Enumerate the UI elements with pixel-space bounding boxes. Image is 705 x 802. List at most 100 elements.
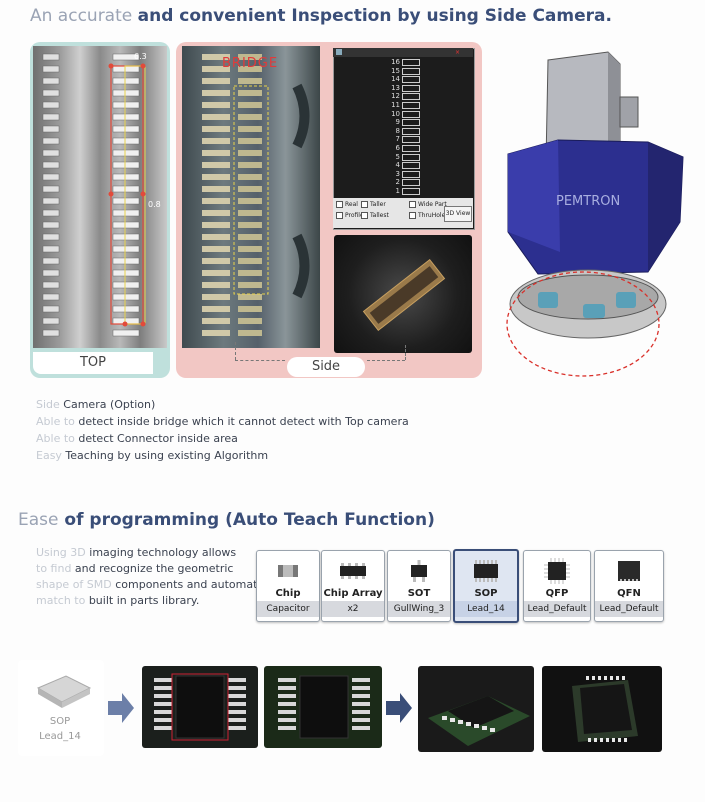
view-options: Real Taller Wide Part Profile Tallest Th… xyxy=(333,198,473,228)
lead-number: 5 xyxy=(395,152,400,161)
lead-number-row: 16 xyxy=(382,58,422,66)
3d-pcb-1-graphic xyxy=(428,696,530,746)
bullet-4: Easy Teaching by using existing Algorith… xyxy=(36,449,269,462)
lead-number: 15 xyxy=(391,66,400,75)
machine-brand-text: PEMTRON xyxy=(556,194,620,209)
bridge-pins-view xyxy=(202,54,310,336)
bullet-3: Able to detect Connector inside area xyxy=(36,432,238,445)
lead-number: 11 xyxy=(391,101,400,109)
lead-profile xyxy=(402,102,420,109)
connector-top-view xyxy=(42,53,146,337)
sop-part-sample xyxy=(18,660,104,756)
lead-number-row: 3 xyxy=(382,170,422,178)
side-label: Side xyxy=(287,357,365,377)
bridge-label: BRIDGE xyxy=(222,56,279,71)
lead-number-row: 14 xyxy=(382,75,422,84)
option-real[interactable]: Real xyxy=(336,201,358,208)
side-dash-left xyxy=(235,360,285,361)
lead-number: 3 xyxy=(395,169,400,178)
3d-inspection-image-2 xyxy=(542,666,662,752)
side-dash-right xyxy=(367,360,405,361)
top-label: TOP xyxy=(33,352,153,374)
option-thruhole[interactable]: ThruHole xyxy=(409,212,445,219)
lead-number: 6 xyxy=(395,144,400,152)
sop-chip-icon xyxy=(36,675,92,708)
lead-profile xyxy=(402,119,420,127)
part-sot[interactable]: SOT GullWing_3 xyxy=(387,550,451,622)
lead-number: 8 xyxy=(395,126,400,135)
lead-number-row: 4 xyxy=(382,161,422,170)
lead-number-row: 1 xyxy=(382,187,422,195)
lead-profile xyxy=(402,145,420,152)
lead-number: 10 xyxy=(391,109,400,118)
window-icon xyxy=(336,49,342,55)
3d-pcb-2-graphic xyxy=(572,676,638,742)
option-tallest[interactable]: Tallest xyxy=(361,212,389,219)
lead-profile xyxy=(402,110,420,118)
lead-number: 16 xyxy=(391,58,400,66)
lead-number-row: 8 xyxy=(382,127,422,135)
part-qfn[interactable]: QFN Lead_Default xyxy=(594,550,664,622)
3d-view-button[interactable]: 3D View xyxy=(444,206,472,222)
option-taller[interactable]: Taller xyxy=(361,201,386,208)
option-wide-part[interactable]: Wide Part xyxy=(409,201,447,208)
window-close-icon[interactable]: × xyxy=(455,49,461,56)
sot-icon xyxy=(411,560,427,582)
qfn-icon xyxy=(618,561,640,581)
lead-number-row: 7 xyxy=(382,135,422,144)
side-dash-right-v xyxy=(405,345,406,360)
lead-profile xyxy=(402,188,420,195)
sop-sample-sub: Lead_14 xyxy=(39,731,81,742)
lead-profile xyxy=(402,153,420,161)
part-qfp[interactable]: QFP Lead_Default xyxy=(523,550,591,622)
part-chip-array[interactable]: Chip Array x2 xyxy=(321,550,385,622)
option-profile[interactable]: Profile xyxy=(336,212,364,219)
title-prefix: An accurate xyxy=(30,6,133,26)
lead-number: 7 xyxy=(395,135,400,144)
lead-profile xyxy=(402,136,420,144)
arrow-right-icon xyxy=(108,693,134,723)
lead-number: 2 xyxy=(395,178,400,187)
pcb-inspection-image-2 xyxy=(264,666,382,748)
part-chip-capacitor[interactable]: Chip Capacitor xyxy=(256,550,320,622)
bullet-2: Able to detect inside bridge which it ca… xyxy=(36,415,409,428)
bullet-1: Side Camera (Option) xyxy=(36,398,156,411)
side-dash-left-v xyxy=(235,342,236,360)
title-bold: and convenient Inspection by using Side … xyxy=(137,6,612,26)
section-title-side-camera: An accurate and convenient Inspection by… xyxy=(30,6,612,26)
lead-number: 13 xyxy=(391,83,400,92)
pcb-1-graphic xyxy=(154,673,246,741)
lead-number-row: 13 xyxy=(382,84,422,92)
teach-line-2: to find and recognize the geometric xyxy=(36,562,234,575)
teach-line-1: Using 3D imaging technology allows xyxy=(36,546,237,559)
dimension-top: 6.3 xyxy=(134,52,147,61)
chip-array-icon xyxy=(340,563,366,579)
inspection-machine-illustration: PEMTRON xyxy=(506,51,684,377)
lead-number: 1 xyxy=(395,187,400,195)
sop-icon xyxy=(474,560,498,582)
arrow-right-icon-2 xyxy=(386,693,412,723)
lead-number: 14 xyxy=(391,75,400,84)
lead-number: 9 xyxy=(395,118,400,127)
lead-number: 4 xyxy=(395,161,400,170)
lead-number-row: 9 xyxy=(382,118,422,127)
bridge-camera-image xyxy=(182,46,320,348)
part-sop[interactable]: SOP Lead_14 xyxy=(453,549,519,623)
connector-3d-image xyxy=(362,258,446,332)
lead-profile xyxy=(402,59,420,66)
pcb-inspection-image-1 xyxy=(142,666,258,748)
lead-number-row: 10 xyxy=(382,110,422,118)
lead-number-row: 11 xyxy=(382,101,422,109)
section-title-auto-teach: Ease of programming (Auto Teach Function… xyxy=(18,510,435,530)
lead-number-row: 12 xyxy=(382,92,422,101)
lead-profile xyxy=(402,76,420,84)
lead-profile xyxy=(402,93,420,101)
pcb-2-graphic xyxy=(278,675,370,739)
teach-line-3: shape of SMD components and automaticall… xyxy=(36,578,286,591)
lead-profile xyxy=(402,67,420,75)
side-view-window-titlebar xyxy=(333,48,473,57)
qfp-icon xyxy=(544,558,570,584)
sop-sample-name: SOP xyxy=(49,716,71,727)
top-camera-image xyxy=(33,46,167,348)
